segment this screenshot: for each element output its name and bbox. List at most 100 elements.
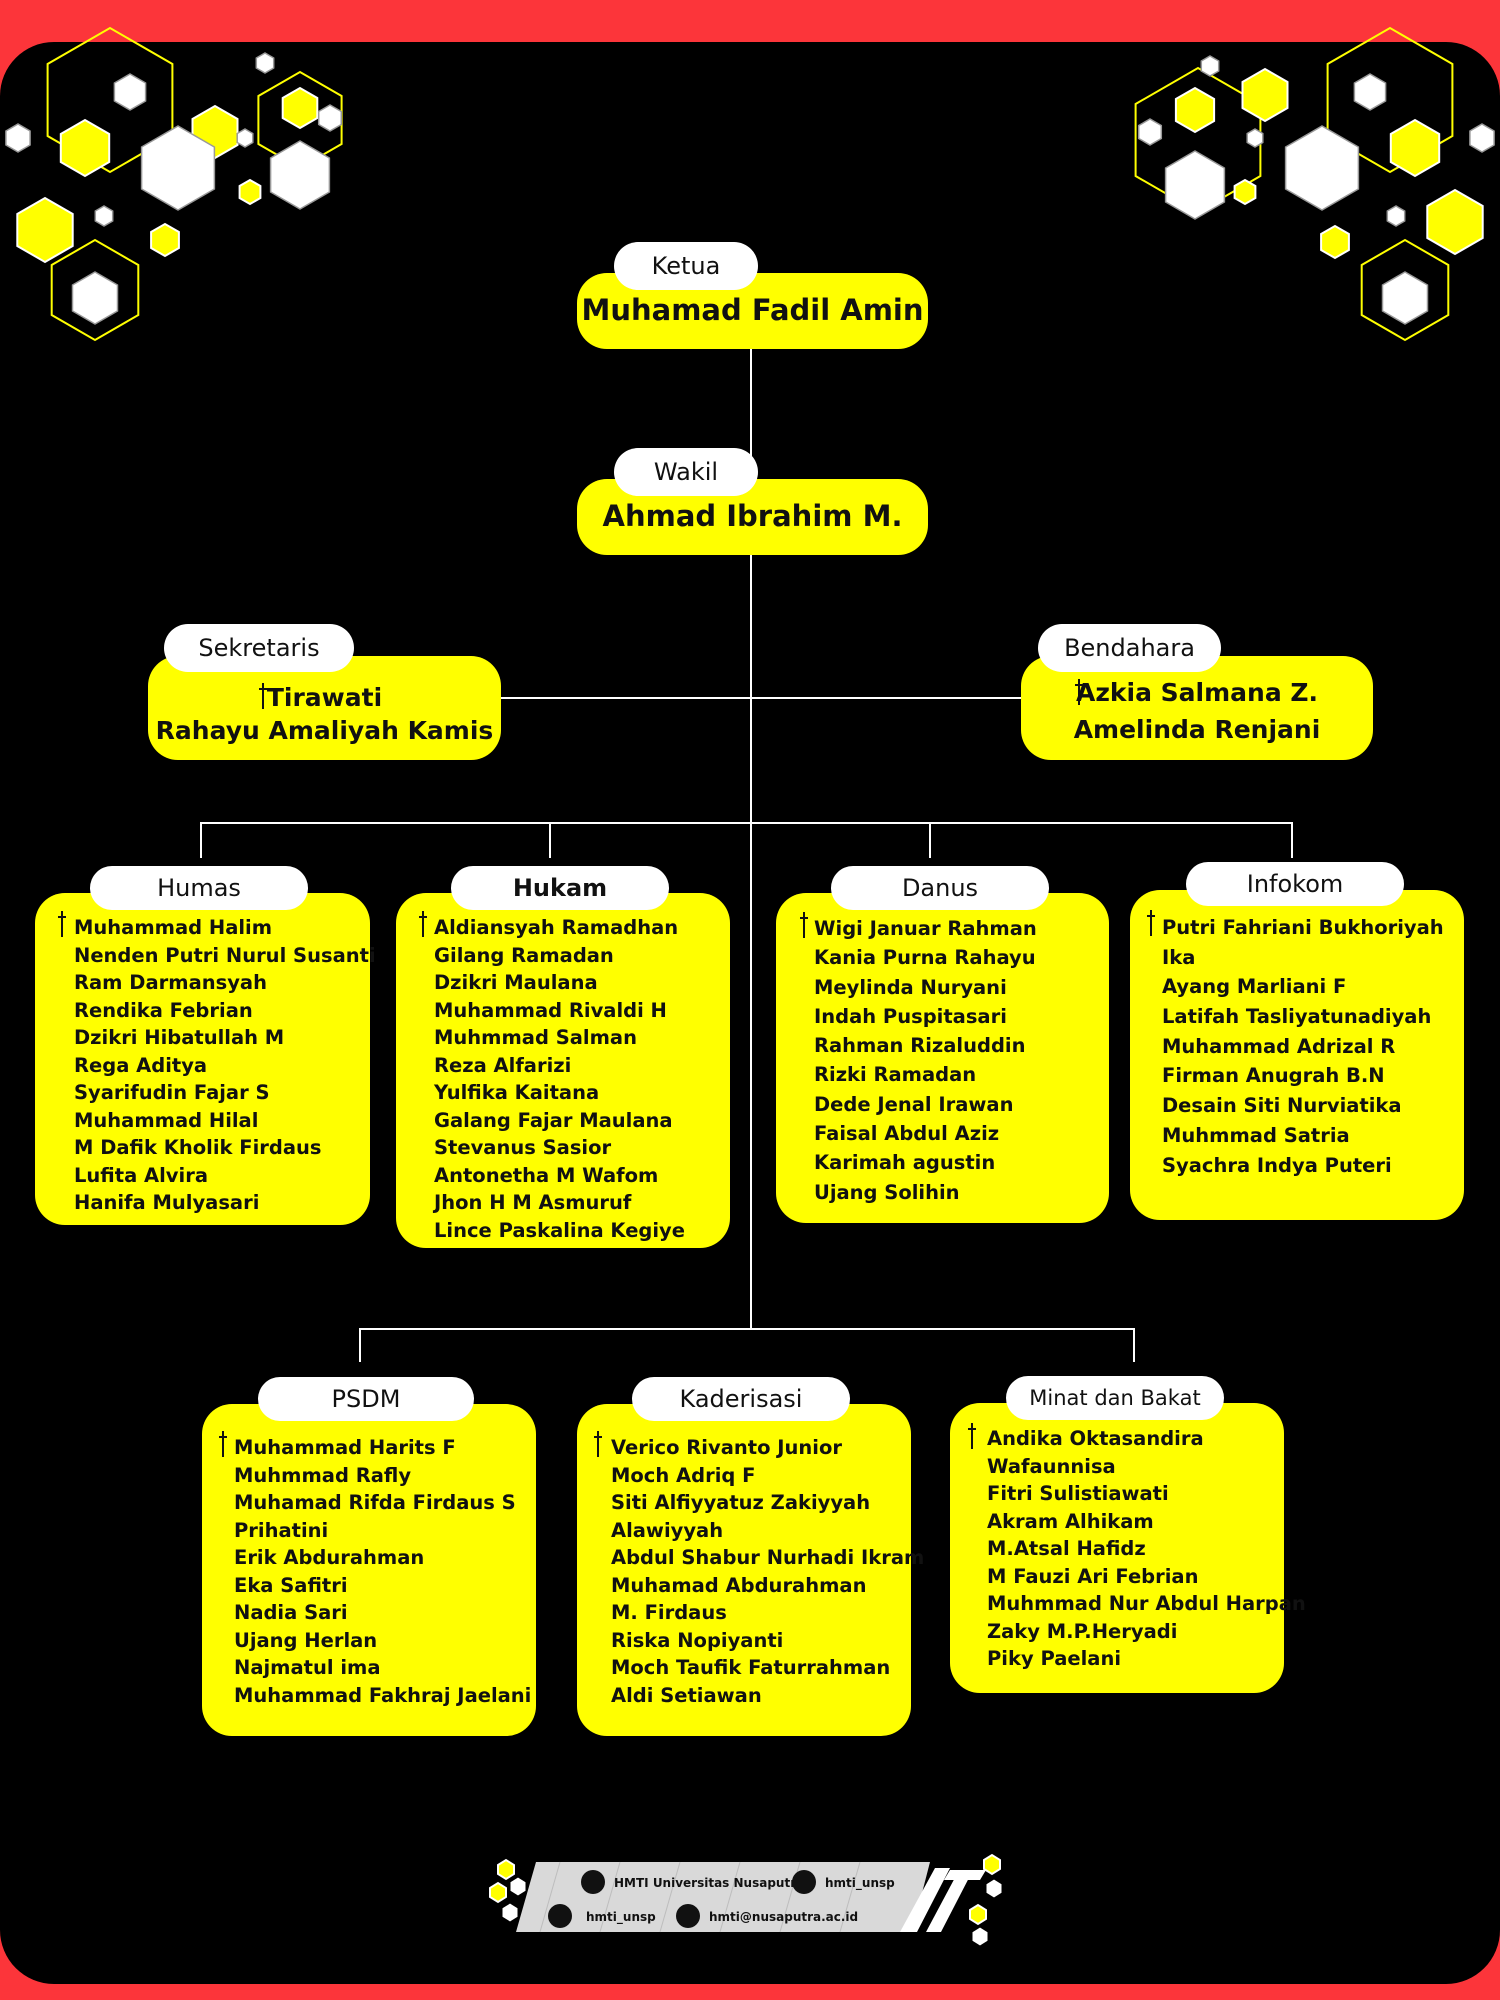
member-name: Muhammad Hilal [74, 1108, 259, 1132]
division-label-infokom: Infokom [1186, 862, 1404, 906]
connector-drop-psdm [359, 1328, 361, 1362]
division-label-danus: Danus [831, 866, 1049, 910]
member-name: Muhmmad Rafly [234, 1463, 412, 1487]
member-name: Stevanus Sasior [434, 1136, 612, 1159]
pin-icon [219, 1431, 227, 1457]
division-label-text: Hukam [512, 874, 608, 902]
hexagon-shape [238, 178, 262, 206]
hexagon-shape [1389, 118, 1441, 178]
division-box-kaderisasi [577, 1404, 911, 1736]
tiktok-icon[interactable] [548, 1904, 572, 1928]
hexagon-shape [269, 140, 331, 210]
connector-drop-danus [929, 822, 931, 858]
member-name: Ika [1162, 945, 1196, 969]
member-name: Wafaunnisa [987, 1454, 1116, 1478]
pin-icon [800, 912, 808, 938]
bendahara-label-text: Bendahara [1064, 634, 1195, 662]
division-box-danus [776, 893, 1109, 1223]
hexagon-shape [94, 205, 114, 227]
tiktok-handle[interactable]: hmti_unsp [586, 1910, 656, 1924]
member-name: Karimah agustin [814, 1151, 996, 1175]
member-name: Muhammad Harits F [234, 1436, 456, 1459]
hexagon-shape [1360, 238, 1450, 342]
sekretaris-box [148, 656, 501, 760]
instagram-icon[interactable] [792, 1870, 816, 1894]
member-name: Wigi Januar Rahman [814, 917, 1037, 940]
email-address[interactable]: hmti@nusaputra.ac.id [709, 1910, 859, 1924]
division-label-text: Minat dan Bakat [1029, 1386, 1201, 1410]
youtube-icon[interactable] [581, 1870, 605, 1894]
member-name: Zaky M.P.Heryadi [987, 1619, 1178, 1643]
hexagon-shape [1174, 86, 1216, 134]
connector-main-trunk [750, 552, 752, 1330]
hexagon-shape [1469, 123, 1495, 153]
member-name: M Dafik Kholik Firdaus [74, 1136, 322, 1159]
member-name: Reza Alfarizi [434, 1053, 572, 1077]
hexagon-shape [1246, 128, 1264, 148]
member-name: Rendika Febrian [74, 998, 253, 1022]
hexagon-shape [71, 271, 119, 325]
wakil-name: Ahmad Ibrahim M. [602, 499, 903, 533]
ketua-label-text: Ketua [651, 252, 721, 280]
hexagon-shape [16, 196, 74, 264]
member-name: Yulfika Kaitana [434, 1081, 600, 1104]
hexagon-shape [113, 73, 147, 111]
hexagon-shape [50, 238, 140, 342]
hexagon-cluster-top-left [5, 26, 343, 342]
hexagon-shape [255, 52, 275, 74]
member-name: M.Atsal Hafidz [987, 1537, 1146, 1560]
connector-drop-minat [1133, 1328, 1135, 1362]
footer-decoration [489, 1853, 1003, 1947]
hexagon-shape [317, 104, 343, 132]
division-label-kaderisasi: Kaderisasi [632, 1377, 850, 1421]
division-box-humas [35, 893, 370, 1225]
sekretaris-name-1: Tirawati [266, 683, 383, 712]
member-list-psdm: Muhammad Harits F Muhmmad Rafly Muhamad … [234, 1434, 531, 1709]
youtube-channel[interactable]: HMTI Universitas Nusaputra [614, 1876, 805, 1890]
member-name: Moch Adriq F [611, 1463, 756, 1487]
division-label-psdm: PSDM [258, 1377, 474, 1421]
division-box-psdm [202, 1404, 536, 1736]
pin-icon [1075, 679, 1083, 705]
member-name: Verico Rivanto Junior [611, 1436, 842, 1459]
member-name: Kania Purna Rahayu [814, 946, 1036, 970]
connector-drop-humas [200, 822, 202, 858]
wakil-label-text: Wakil [653, 458, 719, 486]
division-label-text: Humas [157, 874, 241, 902]
ketua-label: Ketua [614, 242, 758, 290]
member-name: M. Firdaus [611, 1601, 727, 1624]
member-name: Galang Fajar Maulana [434, 1108, 673, 1132]
hexagon-shape [1284, 125, 1360, 211]
member-list-danus: Wigi Januar Rahman Kania Purna Rahayu Me… [814, 914, 1037, 1207]
hexagon-shape [1233, 178, 1257, 206]
member-name: Ram Darmansyah [74, 971, 267, 994]
member-name: Faisal Abdul Aziz [814, 1122, 1000, 1146]
wakil-label: Wakil [614, 448, 758, 496]
member-name: Syachra Indya Puteri [1162, 1153, 1392, 1177]
mail-icon[interactable] [676, 1904, 700, 1928]
member-name: Antonetha M Wafom [434, 1163, 659, 1187]
member-name: Muhammad Rivaldi H [434, 998, 667, 1022]
instagram-handle[interactable]: hmti_unsp [825, 1876, 895, 1890]
pin-icon [259, 683, 267, 709]
connector-division-row-2 [359, 1328, 1135, 1330]
connector-sekretaris-bendahara [500, 697, 1022, 699]
division-label-hukam: Hukam [451, 866, 669, 910]
hexagon-shape [140, 125, 216, 211]
pin-icon [968, 1423, 976, 1449]
sekretaris-label: Sekretaris [164, 624, 354, 672]
member-list-infokom: Putri Fahriani Bukhoriyah Ika Ayang Marl… [1162, 913, 1444, 1180]
member-name: Riska Nopiyanti [611, 1628, 784, 1652]
member-name: Ujang Solihin [814, 1180, 960, 1204]
member-name: Alawiyyah [611, 1518, 724, 1542]
member-name: Meylinda Nuryani [814, 975, 1007, 999]
division-box-infokom [1130, 890, 1464, 1220]
bendahara-box [1021, 656, 1373, 760]
member-name: Muhmmad Nur Abdul Harpan [987, 1592, 1306, 1615]
bendahara-label: Bendahara [1038, 624, 1221, 672]
member-name: Andika Oktasandira [987, 1427, 1204, 1450]
member-name: Latifah Tasliyatunadiyah [1162, 1005, 1432, 1029]
member-name: Nadia Sari [234, 1601, 348, 1624]
